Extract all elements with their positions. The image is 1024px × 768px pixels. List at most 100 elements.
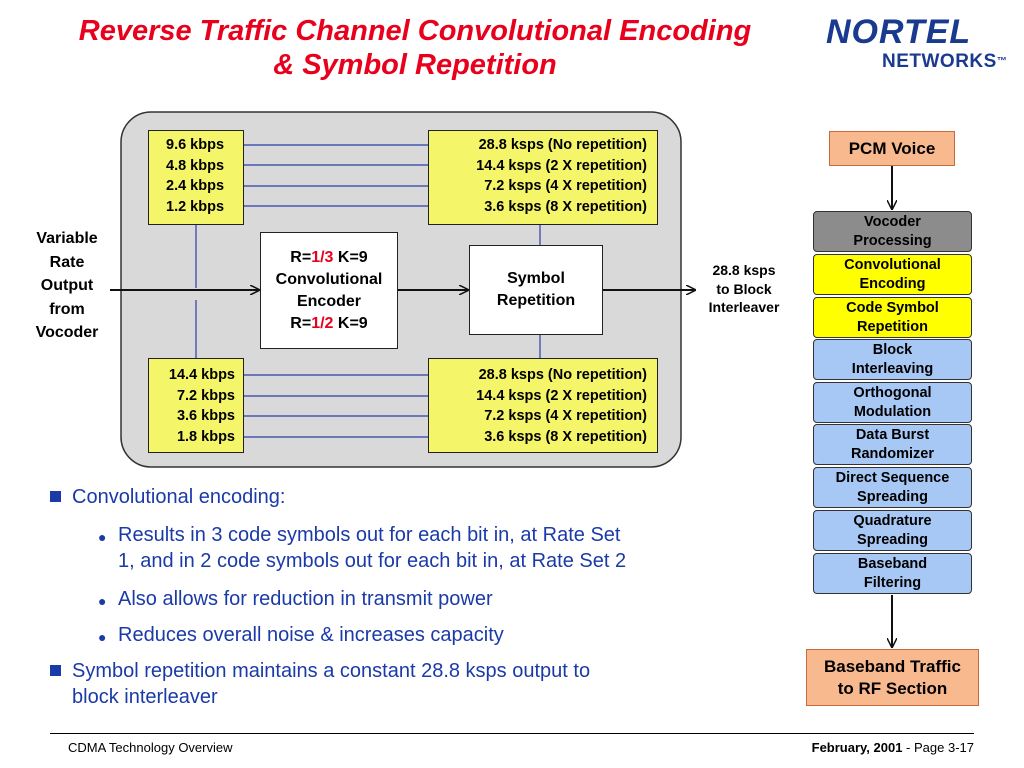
rate-value: 1.8 kbps xyxy=(176,428,235,445)
square-bullet-icon xyxy=(50,665,61,676)
bullet-text: Reduces overall noise & increases capaci… xyxy=(118,622,504,648)
chain-step-quadrature-spreading: Quadrature Spreading xyxy=(813,510,972,551)
chain-step-line: Baseband xyxy=(857,555,928,572)
chain-step-line: Vocoder xyxy=(864,213,921,230)
chain-step-line: Encoding xyxy=(859,275,926,292)
chain-step-code-symbol-repetition: Code Symbol Repetition xyxy=(813,297,972,338)
chain-pcm-voice-label: PCM Voice xyxy=(848,138,936,158)
repetition-label-line: Symbol xyxy=(507,270,565,287)
rate-set-1-lines xyxy=(195,144,541,288)
output-label-line: 28.8 ksps xyxy=(712,262,776,278)
rate-value: 2.4 kbps xyxy=(166,178,225,194)
bullet-line: Reduces overall noise & increases capaci… xyxy=(118,624,504,646)
bullet-line: Also allows for reduction in transmit po… xyxy=(118,588,493,610)
footer-separator: - xyxy=(902,740,914,755)
bullet-text: Symbol repetition maintains a constant 2… xyxy=(72,658,590,710)
slide-title-line-1: Reverse Traffic Channel Convolutional En… xyxy=(78,15,752,47)
chain-step-line: Spreading xyxy=(857,531,928,548)
encoder-rate-1-value: 1/3 xyxy=(311,248,334,266)
encoder-label-line: Convolutional xyxy=(275,270,383,288)
round-bullet-icon: ● xyxy=(98,629,107,645)
encoder-rate-2-prefix: R= xyxy=(290,314,312,332)
rate-value: 9.6 kbps xyxy=(166,137,225,153)
bullet-line: Symbol repetition maintains a constant 2… xyxy=(72,660,591,682)
output-label-line: to Block xyxy=(716,280,772,297)
encoder-rate-1: R=1/3 K=9 xyxy=(261,247,397,269)
chain-step-line: Convolutional xyxy=(844,256,941,273)
chain-step-line: Block xyxy=(872,341,913,358)
input-label-line: Variable xyxy=(36,230,98,247)
rate-value: 14.4 kbps xyxy=(168,367,235,383)
chain-step-line: Interleaving xyxy=(851,360,934,377)
logo-trademark: ™ xyxy=(996,56,1008,67)
chain-step-line: Randomizer xyxy=(851,445,934,462)
encoder-label-line: Encoder xyxy=(296,292,361,310)
input-label-line: Output xyxy=(40,277,94,294)
encoder-rate-1-suffix: K=9 xyxy=(333,248,368,266)
rate-value: 28.8 ksps (No repetition) xyxy=(478,367,647,383)
chain-step-direct-sequence-spreading: Direct Sequence Spreading xyxy=(813,467,972,508)
chain-baseband-traffic: Baseband Traffic to RF Section xyxy=(806,649,979,706)
nortel-networks-logo: NORTEL NETWORKS™ xyxy=(826,13,1016,72)
slide-title: Reverse Traffic Channel Convolutional En… xyxy=(0,14,830,82)
chain-step-baseband-filtering: Baseband Filtering xyxy=(813,553,972,594)
square-bullet-icon xyxy=(50,491,61,502)
output-label-line: Interleaver xyxy=(708,299,780,315)
chain-pcm-voice: PCM Voice xyxy=(829,131,955,166)
round-bullet-icon: ● xyxy=(98,593,107,609)
chain-step-line: Repetition xyxy=(857,318,928,335)
rate-value: 7.2 ksps (4 X repetition) xyxy=(484,178,647,194)
bullet-line: 1, and in 2 code symbols out for each bi… xyxy=(118,550,627,572)
rate-value: 14.4 ksps (2 X repetition) xyxy=(476,387,647,404)
symbol-repetition-box: Symbol Repetition xyxy=(469,245,603,335)
rate-set-1-input-box: 9.6 kbps 4.8 kbps 2.4 kbps 1.2 kbps xyxy=(148,130,244,225)
chain-step-block-interleaving: Block Interleaving xyxy=(813,339,972,380)
input-label-line: Rate xyxy=(49,253,85,271)
output-label: 28.8 ksps to Block Interleaver xyxy=(694,261,794,317)
input-label-line: Vocoder xyxy=(35,324,99,341)
chain-step-line: Direct Sequence xyxy=(835,469,950,486)
bullet-line: Results in 3 code symbols out for each b… xyxy=(118,524,621,546)
logo-wordmark-networks: NETWORKS xyxy=(882,51,997,72)
chain-step-line: Spreading xyxy=(857,488,928,505)
logo-wordmark-top: NORTEL xyxy=(826,13,972,51)
rate-set-2-lines xyxy=(195,300,541,438)
slide-title-line-2: & Symbol Repetition xyxy=(273,49,557,81)
chain-step-line: Processing xyxy=(853,232,932,249)
bullet-text: Convolutional encoding: xyxy=(72,484,286,510)
chain-step-orthogonal-modulation: Orthogonal Modulation xyxy=(813,382,972,423)
chain-step-line: Filtering xyxy=(863,574,922,591)
round-bullet-icon: ● xyxy=(98,529,107,545)
convolutional-encoder-box: R=1/3 K=9 Convolutional Encoder R=1/2 K=… xyxy=(260,232,398,349)
encoder-rate-2-suffix: K=9 xyxy=(333,314,368,332)
bullet-line: Convolutional encoding: xyxy=(72,486,286,508)
rate-value: 14.4 ksps (2 X repetition) xyxy=(476,157,647,174)
chain-step-data-burst-randomizer: Data Burst Randomizer xyxy=(813,424,972,465)
rate-value: 3.6 ksps (8 X repetition) xyxy=(484,198,647,215)
chain-step-line: Orthogonal xyxy=(853,384,932,401)
rate-set-1-output-box: 28.8 ksps (No repetition) 14.4 ksps (2 X… xyxy=(428,130,658,225)
footer-divider xyxy=(50,733,974,734)
rate-value: 7.2 ksps (4 X repetition) xyxy=(484,408,647,424)
bullet-line: block interleaver xyxy=(72,686,218,708)
input-label-line: from xyxy=(49,300,85,318)
rate-value: 3.6 kbps xyxy=(176,408,235,424)
rate-value: 7.2 kbps xyxy=(176,387,235,404)
footer-page-info: February, 2001 - Page 3-17 xyxy=(812,740,974,755)
chain-step-vocoder-processing: Vocoder Processing xyxy=(813,211,972,252)
rate-value: 3.6 ksps (8 X repetition) xyxy=(484,428,647,445)
chain-step-line: Data Burst xyxy=(855,426,930,443)
footer-date: February, 2001 xyxy=(811,740,903,755)
repetition-label-line: Repetition xyxy=(496,292,576,309)
rate-value: 4.8 kbps xyxy=(166,157,225,174)
chain-step-line: Modulation xyxy=(853,403,932,420)
chain-step-convolutional-encoding: Convolutional Encoding xyxy=(813,254,972,295)
rate-value: 1.2 kbps xyxy=(166,198,225,215)
rate-set-2-input-box: 14.4 kbps 7.2 kbps 3.6 kbps 1.8 kbps xyxy=(148,358,244,453)
encoder-rate-2-value: 1/2 xyxy=(311,314,334,332)
bullet-text: Results in 3 code symbols out for each b… xyxy=(118,522,626,574)
logo-wordmark-bottom: NETWORKS™ xyxy=(882,52,1007,72)
input-label: Variable Rate Output from Vocoder xyxy=(22,227,112,345)
diagram-connectors xyxy=(110,111,800,468)
rate-set-2-output-box: 28.8 ksps (No repetition) 14.4 ksps (2 X… xyxy=(428,358,658,453)
